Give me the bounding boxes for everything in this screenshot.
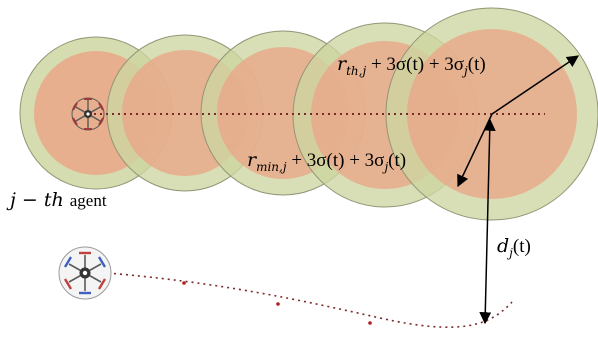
hexacopter-icon xyxy=(58,246,112,300)
own-trajectory xyxy=(95,271,513,328)
distance-label: dj(t) xyxy=(497,235,531,260)
r-th-label: rth,j + 3σ(t) + 3σj(t) xyxy=(337,53,486,78)
r-min-label: rmin,j + 3σ(t) + 3σj(t) xyxy=(247,149,406,174)
distance-arrow xyxy=(479,118,496,325)
uncertainty-disks xyxy=(19,7,598,221)
hexacopter-icon xyxy=(71,97,105,131)
r-th-arrow xyxy=(491,55,579,115)
